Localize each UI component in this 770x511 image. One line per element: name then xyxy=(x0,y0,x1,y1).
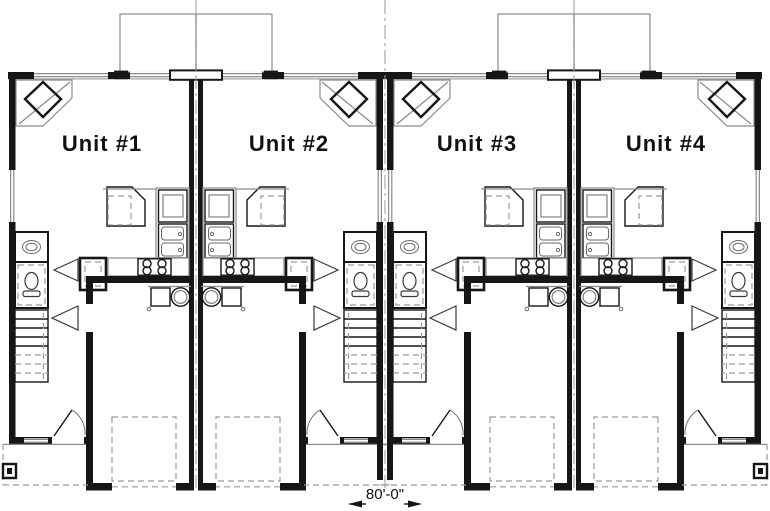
unit-3-plan xyxy=(379,12,576,492)
dimension-80ft: 80'-0" xyxy=(348,486,422,508)
dimension-arrow-right xyxy=(408,500,422,508)
center-wall-lower-right-leaf xyxy=(387,437,393,480)
unit-1-label: Unit #1 xyxy=(62,131,142,156)
dimension-label: 80'-0" xyxy=(366,486,404,503)
unit-1-plan xyxy=(1,12,198,492)
unit-4-plan xyxy=(572,12,769,492)
unit-2-plan xyxy=(194,12,391,492)
unit-2-label: Unit #2 xyxy=(249,131,329,156)
porch-post-right xyxy=(752,462,769,480)
unit-3-label: Unit #3 xyxy=(437,131,517,156)
dimension-arrow-left xyxy=(348,500,362,508)
porch-post-left xyxy=(1,462,18,480)
center-wall-lower-left-leaf xyxy=(377,437,383,480)
unit-4-label: Unit #4 xyxy=(626,131,706,156)
